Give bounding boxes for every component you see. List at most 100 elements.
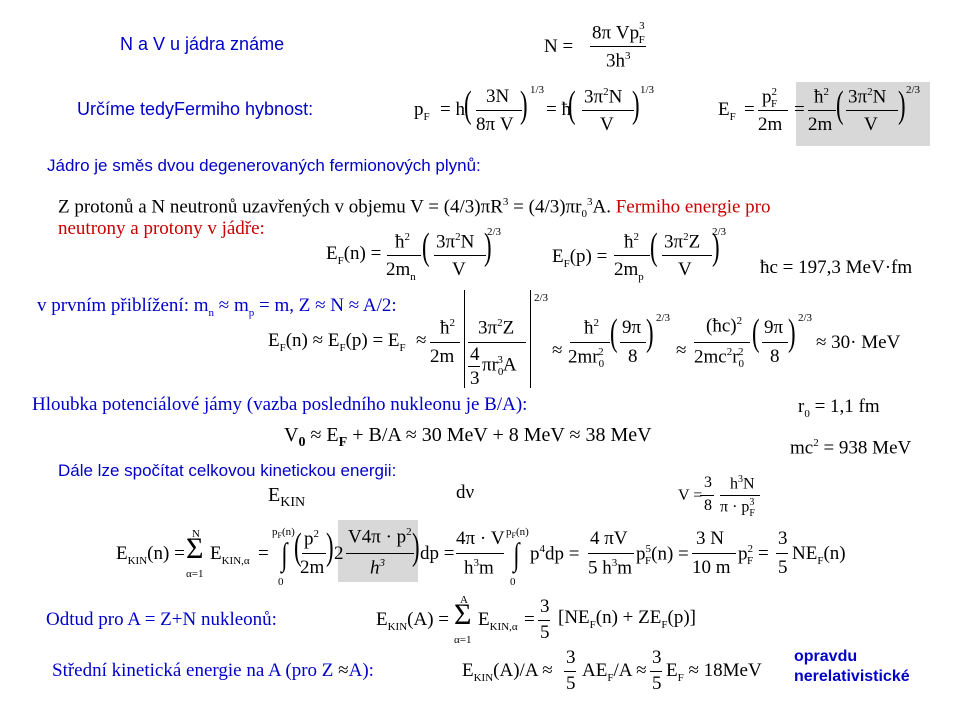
formula-ekinA-lhs: EKIN(A) = bbox=[376, 609, 450, 633]
formula-ekin-f2-den: h3 bbox=[370, 557, 385, 579]
formula-approx-exp: 2/3 bbox=[534, 292, 549, 304]
paren-left: ( bbox=[568, 84, 576, 126]
formula-ekinA-f-num: 3 bbox=[540, 596, 550, 617]
int2-bottom: 0 bbox=[510, 576, 516, 588]
formula-V-bar-a bbox=[700, 495, 714, 496]
formula-EF-exp: 2/3 bbox=[906, 84, 921, 96]
approx-line: v prvním přiblížení: mn ≈ mp = m, Z ≈ N … bbox=[37, 295, 397, 319]
formula-pF-f1-bar bbox=[476, 110, 522, 111]
formula-approx-f1-num: ħ2 bbox=[440, 317, 455, 339]
bracket-right bbox=[530, 290, 531, 388]
formula-approx-f1-bar bbox=[430, 342, 460, 343]
formula-ekinA-bracket: [NEF(n) + ZEF(p)] bbox=[558, 607, 696, 631]
formula-approx-f5-bar bbox=[694, 342, 750, 343]
formula-V-num-a: 3 bbox=[704, 474, 712, 491]
paren-left: ( bbox=[836, 84, 844, 126]
formula-approx-f3-den: 2mr02 bbox=[568, 346, 605, 371]
formula-ekin-f1-num: p2 bbox=[304, 528, 319, 550]
formula-mean-mid: AEF/A ≈ bbox=[582, 660, 647, 684]
formula-EF-f2-bar bbox=[808, 110, 836, 111]
formula-EFp-f2-num: 3π2Z bbox=[664, 231, 701, 253]
fermi-momentum-label: Určíme tedyFermiho hybnost: bbox=[77, 99, 314, 119]
sum-top: N bbox=[192, 528, 200, 540]
paren-left: ( bbox=[422, 226, 430, 268]
formula-approx-f6-bar bbox=[762, 342, 788, 343]
formula-EFp-f2-den: V bbox=[678, 259, 692, 280]
formula-mean-f1-den: 5 bbox=[566, 673, 576, 694]
formula-approx-f2-den-b: 3 bbox=[470, 368, 480, 389]
formula-V-eq: V = bbox=[678, 487, 703, 504]
section4-label: Odtud pro A = Z+N nukleonů: bbox=[46, 609, 277, 630]
approx-sign: ≈ bbox=[676, 340, 687, 361]
slide-title: N a V u jádra známe bbox=[120, 34, 285, 54]
paren-right: ) bbox=[788, 312, 796, 354]
hc-constant: ħc = 197,3 MeV·fm bbox=[760, 257, 913, 278]
formula-EF-f2-den: 2m bbox=[808, 114, 833, 135]
formula-approx-f2-bar bbox=[468, 342, 526, 343]
formula-ekin-term: EKIN,α bbox=[210, 543, 250, 567]
formula-approx-f1-den: 2m bbox=[430, 346, 455, 367]
formula-N-lhs: N = bbox=[544, 36, 574, 57]
formula-ekin-pfa: p5F(n) = bbox=[636, 543, 689, 568]
formula-ekin-f1-den: 2m bbox=[300, 557, 325, 578]
formula-approx-f5-den: 2mc2r02 bbox=[694, 346, 745, 371]
formula-mean-f1-num: 3 bbox=[566, 647, 576, 668]
formula-N-bar bbox=[590, 46, 646, 47]
formula-N-num: 8π Vp3F bbox=[592, 20, 645, 47]
formula-EFn-exp: 2/3 bbox=[487, 226, 502, 238]
paren-right: ) bbox=[412, 526, 420, 568]
formula-pF-f1-num: 3N bbox=[486, 86, 510, 107]
formula-EFp-f2-bar bbox=[662, 255, 712, 256]
paren-right: ) bbox=[632, 84, 640, 126]
formula-ekin-f2-num: V4π · p2 bbox=[348, 526, 412, 548]
formula-ekin-f5-den: 10 m bbox=[692, 557, 731, 578]
formula-approx-f4-bar bbox=[620, 342, 646, 343]
integral-symbol: ∫ bbox=[513, 536, 520, 572]
formula-pF-f2-den: V bbox=[600, 114, 614, 135]
formula-ekin-f2-bar bbox=[346, 553, 414, 554]
approx-sign: ≈ bbox=[416, 330, 427, 351]
formula-EFn-f1-bar bbox=[387, 255, 421, 256]
sum-bottom: α=1 bbox=[186, 568, 204, 580]
section1-line1: Z protonů a N neutronů uzavřených v obje… bbox=[58, 196, 771, 221]
highlight-box bbox=[338, 520, 418, 582]
formula-approx-exp: 2/3 bbox=[656, 312, 671, 324]
formula-EFn-f2-bar bbox=[434, 255, 486, 256]
formula-EF-f1-bar bbox=[758, 110, 788, 111]
formula-approx-f2-num: 3π2Z bbox=[478, 317, 515, 339]
formula-approx-f2-inner-bar bbox=[468, 366, 480, 367]
formula-pF-f1-den: 8π V bbox=[476, 114, 514, 135]
formula-ekin-f4-den: 5 h3m bbox=[588, 557, 633, 579]
formula-ekin-f4-num: 4 πV bbox=[590, 528, 628, 549]
formula-V-num-b: h3N bbox=[730, 474, 755, 493]
section1-heading: Jádro je směs dvou degenerovaných fermio… bbox=[47, 156, 481, 175]
formula-N-den: 3h3 bbox=[606, 50, 631, 72]
formula-ekinA-f-bar bbox=[538, 620, 550, 621]
formula-ekin-f3-den: h3m bbox=[464, 557, 494, 579]
formula-EFn-f2-num: 3π2N bbox=[436, 231, 475, 253]
integral-symbol: ∫ bbox=[281, 536, 288, 572]
formula-mean-f2-bar bbox=[650, 671, 662, 672]
formula-ekin-f4-bar bbox=[588, 553, 634, 554]
formula-mean-f2-num: 3 bbox=[652, 647, 662, 668]
formula-approx-f6-den: 8 bbox=[770, 346, 780, 367]
formula-mean-f1-bar bbox=[564, 671, 576, 672]
int-bottom: 0 bbox=[278, 576, 284, 588]
formula-mean-tail: EF ≈ 18MeV bbox=[666, 660, 762, 684]
paren-left: ( bbox=[752, 312, 760, 354]
formula-approx-f3-bar bbox=[570, 342, 610, 343]
formula-EF-lhs: EF bbox=[718, 99, 736, 123]
formula-EF-f1-den: 2m bbox=[758, 114, 783, 135]
paren-left: ( bbox=[610, 312, 618, 354]
paren-right: ) bbox=[898, 84, 906, 126]
formula-ekin-tail: NEF(n) bbox=[792, 543, 846, 567]
formula-approx-exp: 2/3 bbox=[798, 312, 813, 324]
section1-line2: neutrony a protony v jádře: bbox=[58, 218, 265, 239]
formula-EFn-f1-num: ħ2 bbox=[395, 231, 410, 253]
paren-right: ) bbox=[646, 312, 654, 354]
formula-ekin-f3-bar bbox=[456, 553, 504, 554]
formula-EF-f3-den: V bbox=[864, 114, 878, 135]
formula-approx-lhs: EF(n) ≈ EF(p) = EF bbox=[268, 330, 406, 354]
formula-approx-f4-den: 8 bbox=[628, 346, 638, 367]
